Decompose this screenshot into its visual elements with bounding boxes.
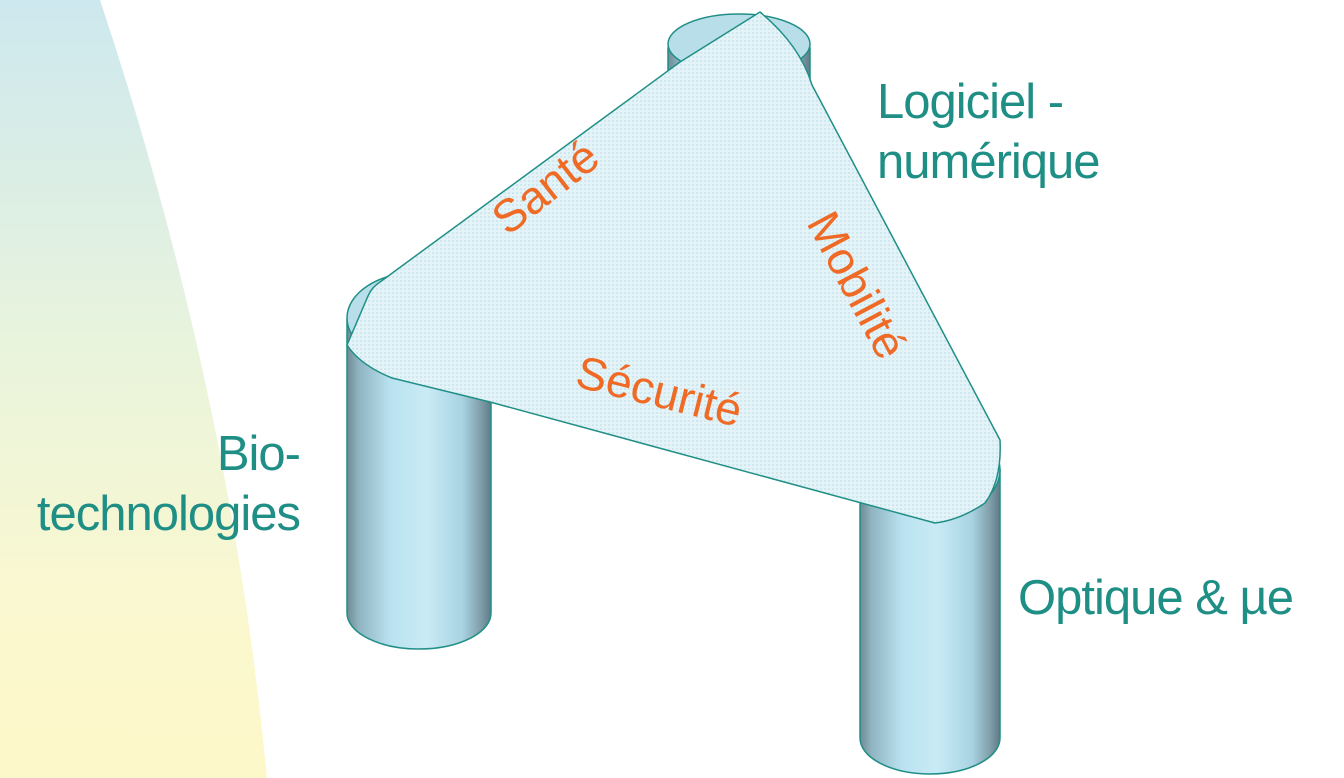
background-panel: [0, 0, 267, 778]
label-biotechnologies: Bio- technologies: [0, 424, 301, 544]
label-logiciel-line1: Logiciel -: [877, 75, 1064, 129]
triangle-platform: [346, 11, 1001, 524]
label-optique: Optique & µe: [1018, 568, 1294, 628]
label-logiciel-line2: numérique: [877, 135, 1101, 189]
label-biotechnologies-text: Bio- technologies: [36, 427, 301, 541]
label-optique-text: Optique & µe: [1018, 571, 1294, 625]
label-logiciel: Logiciel - numérique: [877, 72, 1101, 192]
